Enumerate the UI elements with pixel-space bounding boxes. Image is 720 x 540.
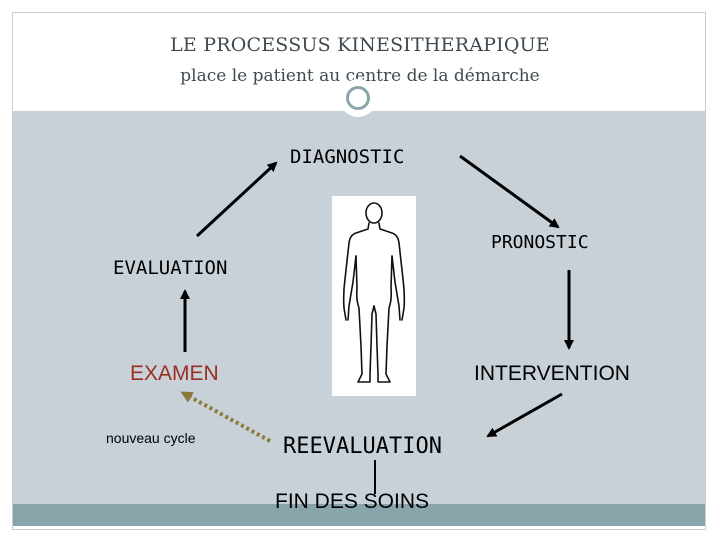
slide-title: LE PROCESSUS KINESITHERAPIQUE — [170, 34, 550, 56]
label-evaluation: EVALUATION — [113, 257, 228, 279]
bottom-bar — [13, 504, 705, 526]
human-body-outline-icon — [342, 202, 406, 383]
ring-icon — [339, 79, 377, 117]
label-examen: EXAMEN — [130, 362, 219, 385]
dotted-arrow-nouveau-cycle — [180, 391, 271, 443]
arrow-intervention-to-reevaluation — [486, 392, 563, 438]
arrow-diagnostic-to-pronostic — [459, 154, 560, 229]
label-reevaluation: REEVALUATION — [283, 434, 442, 459]
human-figure-panel — [332, 196, 416, 396]
label-fin-des-soins: FIN DES SOINS — [275, 490, 430, 513]
label-intervention: INTERVENTION — [474, 362, 630, 385]
arrow-evaluation-to-diagnostic — [195, 161, 278, 238]
label-diagnostic: DIAGNOSTIC — [290, 146, 405, 168]
label-nouveau-cycle: nouveau cycle — [106, 430, 196, 446]
label-pronostic: PRONOSTIC — [491, 232, 589, 253]
slide-subtitle: place le patient au centre de la démarch… — [180, 66, 540, 86]
